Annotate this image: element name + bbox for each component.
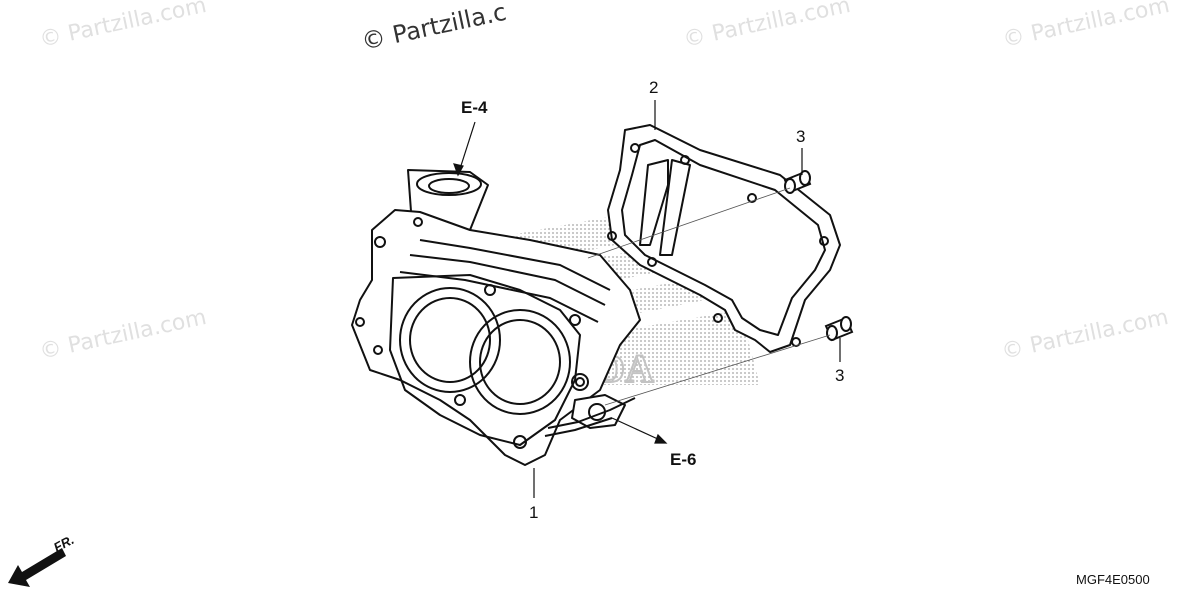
- gasket-part[interactable]: [607, 124, 841, 353]
- front-arrow-icon: [8, 548, 66, 587]
- callout-part-1[interactable]: 1: [529, 503, 539, 522]
- dowel-pin-upper[interactable]: [783, 170, 812, 194]
- dowel-pin-lower[interactable]: [824, 316, 854, 342]
- callout-part-2[interactable]: 2: [649, 78, 659, 97]
- diagram-code: MGF4E0500: [1076, 572, 1150, 587]
- callout-part-3-lower[interactable]: 3: [835, 366, 845, 385]
- reference-e6[interactable]: E-6: [670, 450, 697, 469]
- callout-part-3-upper[interactable]: 3: [796, 127, 806, 146]
- reference-e4[interactable]: E-4: [461, 98, 488, 117]
- cylinder-part[interactable]: [351, 169, 641, 466]
- leader-lines: [453, 100, 841, 498]
